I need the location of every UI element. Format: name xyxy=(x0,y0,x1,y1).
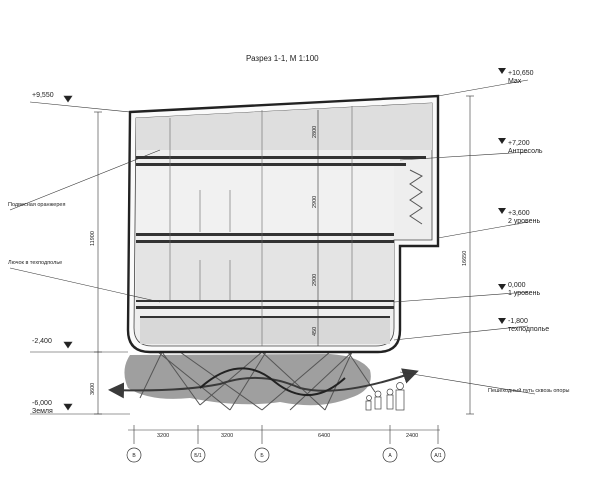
level-label: 1 уровень xyxy=(508,290,541,297)
level-label: техподполье xyxy=(508,326,550,333)
ground-shadow xyxy=(124,354,371,406)
callout-hatch: Лючок в техподполье xyxy=(8,260,63,266)
callout-path: Пешеходный путь сквозь опоры xyxy=(488,388,570,394)
dim-horizontal: 3200 xyxy=(221,433,234,439)
drawing-title: Разрез 1-1, М 1:100 xyxy=(246,54,319,63)
callout-greenhouse: Подвесная оранжерея xyxy=(8,202,66,208)
level-label: Антресоль xyxy=(508,148,543,155)
axis-label: Б/1 xyxy=(194,453,202,459)
mid-floor-fill xyxy=(136,166,394,233)
dim-total-left: 11900 xyxy=(90,231,96,246)
dim-horizontal: 3200 xyxy=(157,433,170,439)
level-value: 0,000 xyxy=(508,282,526,289)
glass-roof xyxy=(136,103,432,150)
dim-floor-upper: 2800 xyxy=(312,125,318,138)
dim-lines-horizontal xyxy=(128,425,440,444)
level-value: -1,800 xyxy=(508,318,528,325)
level-value: +10,650 xyxy=(508,70,534,77)
stair xyxy=(409,169,423,225)
axis-label: В xyxy=(132,453,136,459)
level-value: -6,000 xyxy=(32,400,52,407)
axis-bubbles xyxy=(126,447,446,463)
axis-label: А xyxy=(388,453,392,459)
level-marks-left xyxy=(29,95,131,415)
dim-floor-mid: 2900 xyxy=(312,195,318,208)
dim-sub: 450 xyxy=(312,326,318,336)
dim-horizontal: 2400 xyxy=(406,433,419,439)
level-value: +3,600 xyxy=(508,210,530,217)
level-leaders-right xyxy=(393,79,529,341)
dim-lines-vertical xyxy=(94,95,474,415)
level-label: 2 уровень xyxy=(508,218,541,225)
level-label: Max xyxy=(508,78,522,85)
dim-horizontal: 6400 xyxy=(318,433,331,439)
people-figures xyxy=(365,382,405,411)
wave-path xyxy=(199,367,346,396)
dim-support: 3600 xyxy=(90,382,96,395)
level-marks-right xyxy=(498,68,506,324)
lower-floor-fill xyxy=(136,243,394,300)
callout-leaders xyxy=(9,149,536,395)
path-arrow xyxy=(108,368,419,399)
axis-label: А/1 xyxy=(434,453,442,459)
dim-total-right: 16650 xyxy=(462,250,468,266)
techfloor-fill xyxy=(140,318,390,344)
level-value: -2,400 xyxy=(32,338,52,345)
level-value: +9,550 xyxy=(32,92,54,99)
level-label: Земля xyxy=(32,408,53,415)
axis-label: Б xyxy=(260,453,264,459)
level-value: +7,200 xyxy=(508,140,530,147)
dim-floor-low: 2900 xyxy=(312,273,318,286)
floor-slabs xyxy=(136,156,426,318)
interior-lines xyxy=(169,106,353,346)
